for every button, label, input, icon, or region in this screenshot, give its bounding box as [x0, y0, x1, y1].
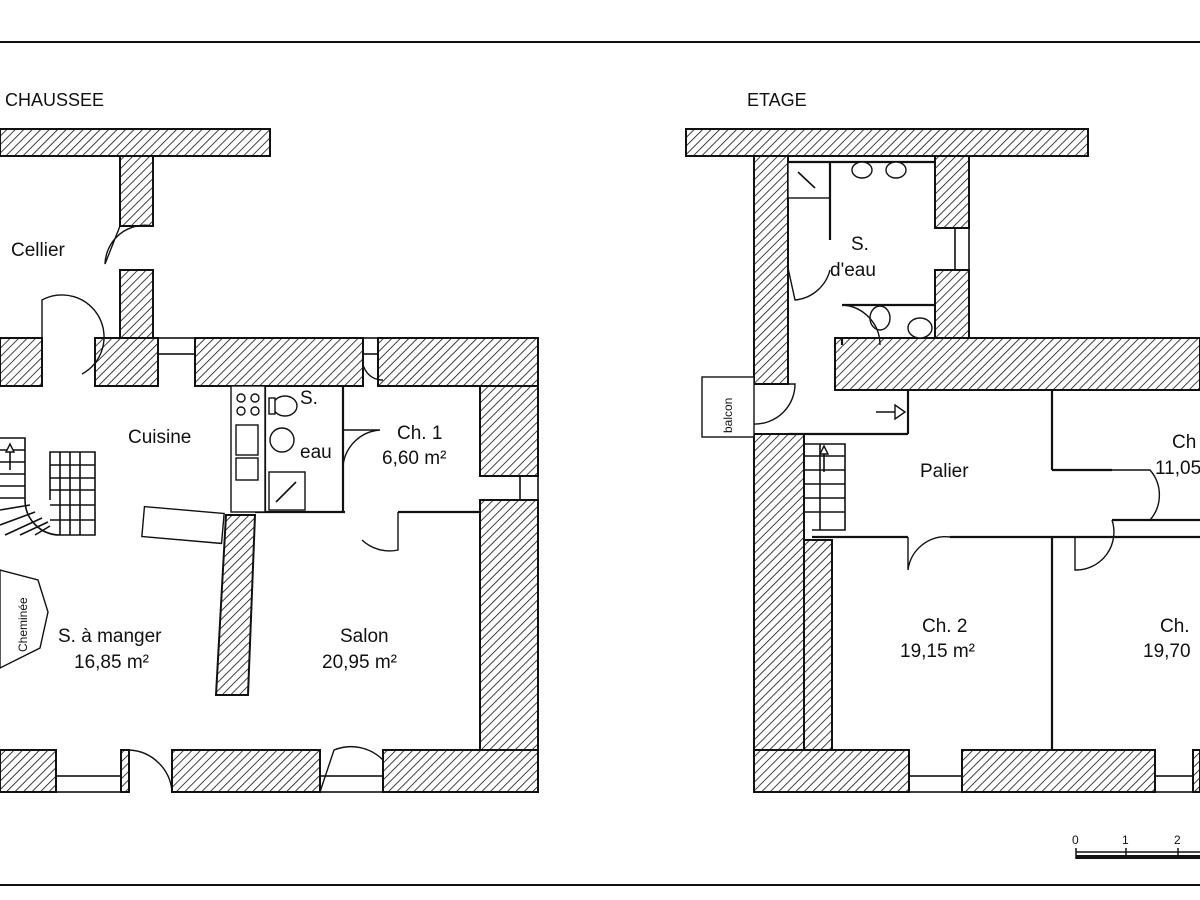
wall — [382, 749, 539, 793]
wall — [753, 155, 789, 385]
wall — [120, 749, 130, 793]
window — [319, 775, 384, 793]
wall — [1192, 749, 1200, 793]
wall — [479, 499, 539, 793]
washbasin — [885, 161, 907, 179]
wall — [377, 337, 539, 387]
wall — [685, 128, 1089, 157]
wall — [94, 337, 159, 387]
room-label-palier: Palier — [920, 461, 969, 482]
hob-burner — [236, 406, 246, 416]
kitchen-sink — [235, 424, 259, 456]
hob-burner — [250, 406, 260, 416]
wall — [171, 749, 321, 793]
scale-tick-label: 2 — [1174, 833, 1181, 847]
wall — [0, 337, 43, 387]
door — [342, 429, 381, 467]
wall — [934, 269, 970, 346]
shower-tray — [787, 161, 831, 199]
upper-floor-plan — [685, 128, 1200, 793]
wall — [961, 749, 1156, 793]
window — [1154, 775, 1194, 793]
door — [1074, 519, 1115, 571]
room-label-ch3-area: 11,05 — [1155, 458, 1200, 479]
room-label-salon-name: Salon — [340, 626, 389, 647]
door — [1112, 469, 1161, 521]
wall — [753, 433, 805, 793]
shower-arrow — [797, 171, 816, 189]
toilet — [869, 305, 891, 331]
door — [104, 224, 154, 265]
wall — [194, 337, 364, 387]
room-label-cheminee: Cheminée — [16, 597, 30, 652]
window — [519, 475, 539, 501]
toilet — [907, 317, 933, 339]
room-label-ch1-name: Ch. 1 — [397, 423, 442, 444]
washbasin — [851, 161, 873, 179]
room-label-sdeau-upper-line2: d'eau — [830, 260, 876, 281]
toilet — [272, 395, 298, 417]
door — [361, 512, 399, 552]
door — [319, 745, 384, 793]
door — [41, 294, 105, 375]
ground-floor-title: CHAUSSEE — [5, 90, 104, 110]
window — [362, 337, 379, 355]
fireplace — [0, 569, 49, 669]
washbasin — [269, 427, 295, 453]
hob-burner — [250, 393, 260, 403]
wall-stub — [141, 505, 225, 545]
door — [876, 403, 907, 421]
room-label-ch2-area: 19,15 m² — [900, 641, 975, 662]
wall — [0, 749, 57, 793]
room-label-ch4-name: Ch. — [1160, 616, 1190, 637]
wall — [119, 269, 154, 341]
room-label-cellier: Cellier — [11, 240, 66, 261]
upper-floor-title: ETAGE — [747, 90, 807, 110]
door — [841, 304, 881, 346]
room-label-ch2-name: Ch. 2 — [922, 616, 967, 637]
ground-floor-plan — [0, 128, 539, 793]
room-label-sam-area: 16,85 m² — [74, 652, 149, 673]
room-label-sam-name: S. à manger — [58, 626, 162, 647]
hob-burner — [236, 393, 246, 403]
door — [753, 383, 796, 425]
room-label-balcon: balcon — [721, 398, 735, 433]
door — [907, 536, 951, 571]
kitchen-sink — [235, 457, 259, 481]
window — [954, 227, 970, 271]
room-label-ch1-area: 6,60 m² — [382, 448, 446, 469]
room-label-salon-area: 20,95 m² — [322, 652, 397, 673]
wall — [479, 385, 539, 477]
room-label-sdeau-ground-line1: S. — [300, 388, 318, 409]
wall — [0, 128, 271, 157]
toilet-tank — [268, 397, 276, 415]
scale-bar: 0 1 2 — [1072, 833, 1200, 859]
wall — [119, 155, 154, 227]
staircase — [804, 443, 846, 531]
scale-tick-label: 1 — [1122, 833, 1129, 847]
window — [908, 775, 963, 793]
staircase — [0, 437, 96, 536]
wall — [834, 337, 1200, 391]
door — [128, 749, 173, 793]
scale-tick-label: 0 — [1072, 833, 1079, 847]
room-label-ch3-name: Ch — [1172, 432, 1196, 453]
balcony — [701, 376, 755, 438]
wall — [803, 539, 833, 751]
room-label-sdeau-ground-line2: eau — [300, 442, 332, 463]
door — [787, 267, 831, 301]
room-label-ch4-area: 19,70 — [1143, 641, 1191, 662]
shower-arrow — [275, 481, 297, 503]
room-label-cuisine: Cuisine — [128, 427, 191, 448]
window — [157, 337, 196, 355]
door — [361, 355, 384, 381]
wall — [934, 155, 970, 229]
wall — [214, 514, 257, 696]
wall — [753, 749, 910, 793]
room-label-sdeau-upper-line1: S. — [851, 234, 869, 255]
window — [55, 775, 122, 793]
